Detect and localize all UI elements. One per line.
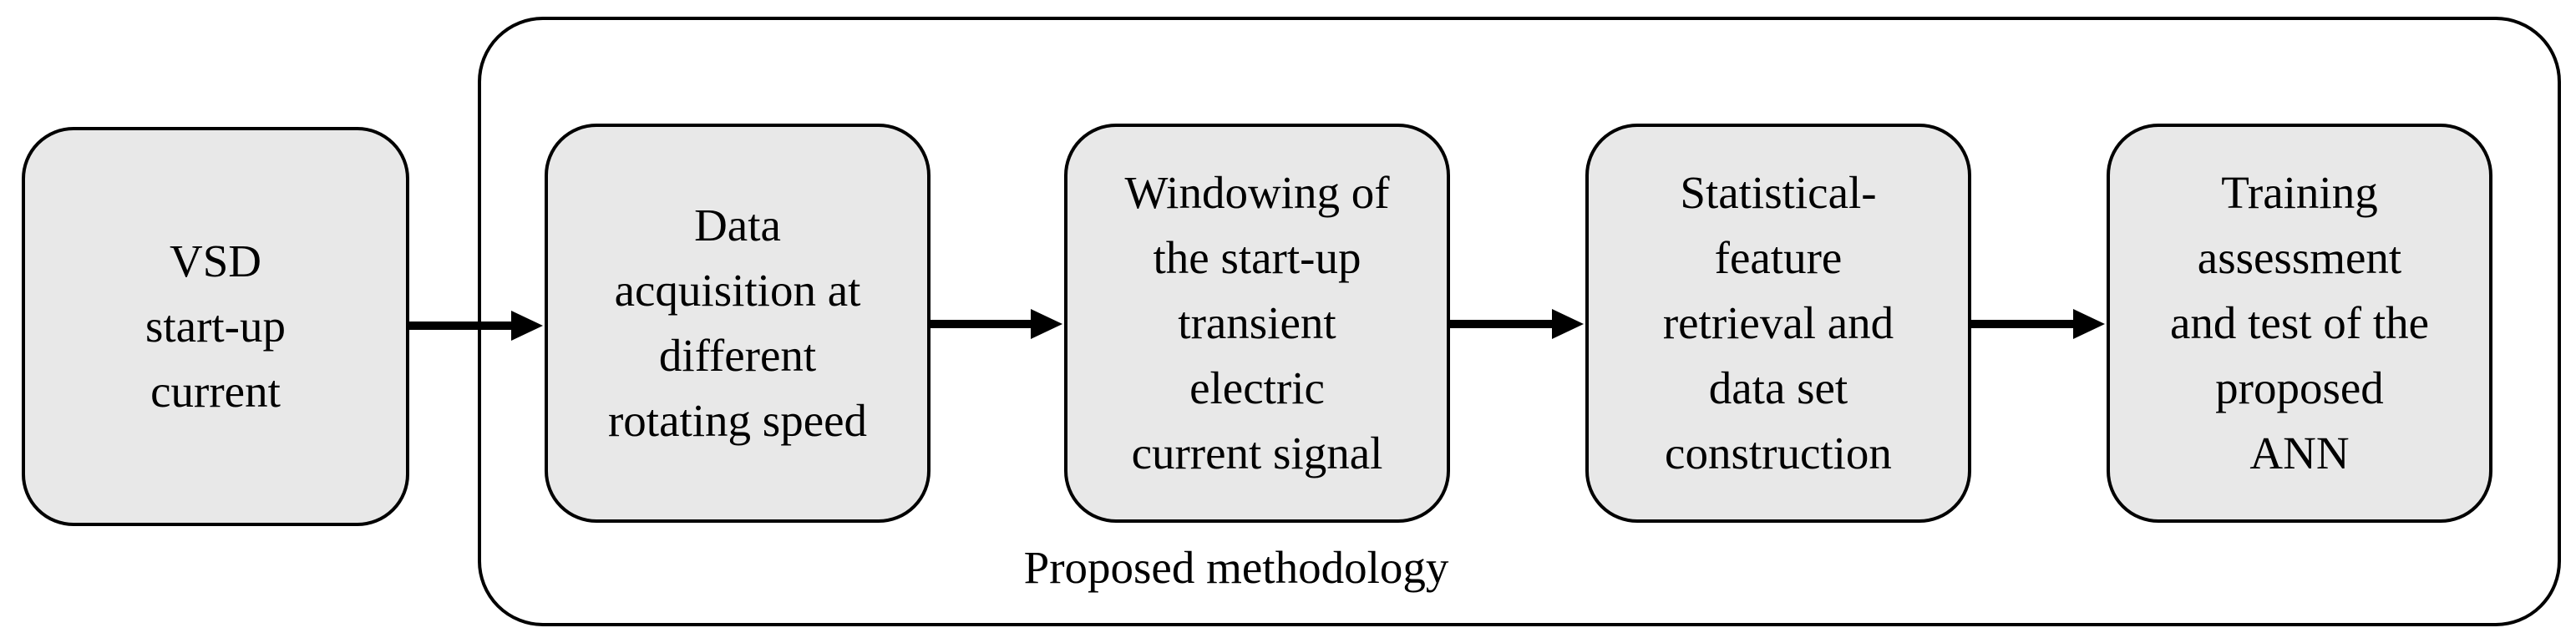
node-line: proposed — [2215, 362, 2384, 413]
node-line: Statistical- — [1680, 167, 1877, 218]
node-line: data set — [1708, 362, 1848, 413]
node-line: transient — [1178, 297, 1336, 348]
node-line: ANN — [2249, 428, 2350, 478]
node-line: Windowing of — [1124, 167, 1390, 218]
node-line: acquisition at — [614, 265, 861, 316]
node-line: and test of the — [2169, 297, 2430, 348]
node-text: Windowing of the start-up transient elec… — [1124, 160, 1389, 486]
node-line: construction — [1665, 428, 1892, 478]
node-text: Data acquisition at different rotating s… — [608, 193, 867, 453]
arrow-feature-retrieval-to-training — [1971, 309, 2105, 339]
node-line: the start-up — [1153, 232, 1362, 283]
node-line: VSD — [169, 235, 261, 286]
node-data-acquisition: Data acquisition at different rotating s… — [545, 124, 931, 523]
node-line: current — [150, 366, 281, 417]
group-label: Proposed methodology — [1023, 542, 1449, 593]
node-line: current signal — [1131, 428, 1383, 478]
node-line: Training — [2221, 167, 2378, 218]
node-line: feature — [1714, 232, 1843, 283]
node-text: Training assessment and test of the prop… — [2170, 160, 2429, 486]
node-text: VSD start-up current — [145, 229, 286, 424]
node-line: rotating speed — [607, 395, 868, 446]
arrow-vsd-to-acquisition — [409, 311, 543, 341]
node-line: assessment — [2197, 232, 2402, 283]
node-text: Statistical- feature retrieval and data … — [1663, 160, 1894, 486]
node-line: start-up — [145, 301, 286, 352]
node-training-assessment: Training assessment and test of the prop… — [2107, 124, 2492, 523]
node-line: Data — [694, 200, 781, 251]
arrow-acquisition-to-windowing — [931, 309, 1062, 339]
node-line: different — [658, 330, 817, 381]
node-line: electric — [1189, 362, 1325, 413]
node-vsd-start-up-current: VSD start-up current — [22, 127, 409, 526]
node-feature-retrieval: Statistical- feature retrieval and data … — [1585, 124, 1971, 523]
node-windowing: Windowing of the start-up transient elec… — [1064, 124, 1450, 523]
node-line: retrieval and — [1662, 297, 1894, 348]
arrow-windowing-to-feature-retrieval — [1450, 309, 1584, 339]
